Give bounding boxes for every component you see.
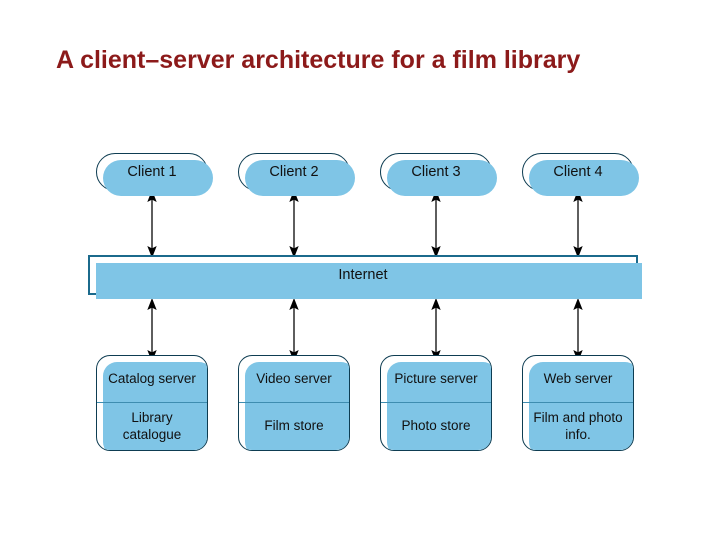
connector-client-1-internet — [147, 190, 157, 258]
connector-internet-picture-server — [431, 298, 441, 362]
node-client-4[interactable]: Client 4 — [522, 153, 639, 196]
node-client-1-label: Client 1 — [127, 164, 177, 180]
node-catalog-server-store: Library catalogue — [122, 410, 182, 442]
node-video-server-store: Film store — [264, 418, 324, 434]
node-web-server-title: Web server — [523, 356, 633, 403]
page-title: A client–server architecture for a film … — [56, 46, 581, 74]
connector-internet-video-server — [289, 298, 299, 362]
node-client-4-label: Client 4 — [553, 164, 603, 180]
node-web-server-store: Film and photo info. — [533, 410, 623, 442]
node-client-2-label: Client 2 — [269, 164, 319, 180]
node-picture-server[interactable]: Picture server Photo store — [380, 355, 492, 451]
connector-client-2-internet — [289, 190, 299, 258]
node-picture-server-title: Picture server — [381, 356, 491, 403]
node-video-server[interactable]: Video server Film store — [238, 355, 350, 451]
node-internet-label: Internet — [338, 267, 388, 283]
connector-internet-web-server — [573, 298, 583, 362]
node-catalog-server[interactable]: Catalog server Library catalogue — [96, 355, 208, 451]
node-client-3[interactable]: Client 3 — [380, 153, 497, 196]
node-catalog-server-title: Catalog server — [97, 356, 207, 403]
connector-client-3-internet — [431, 190, 441, 258]
connector-client-4-internet — [573, 190, 583, 258]
node-client-3-label: Client 3 — [411, 164, 461, 180]
node-client-2[interactable]: Client 2 — [238, 153, 355, 196]
connector-internet-catalog-server — [147, 298, 157, 362]
node-client-1[interactable]: Client 1 — [96, 153, 213, 196]
node-video-server-title: Video server — [239, 356, 349, 403]
node-web-server[interactable]: Web server Film and photo info. — [522, 355, 634, 451]
node-internet-bar[interactable]: Internet — [88, 255, 642, 299]
node-picture-server-store: Photo store — [401, 418, 471, 434]
